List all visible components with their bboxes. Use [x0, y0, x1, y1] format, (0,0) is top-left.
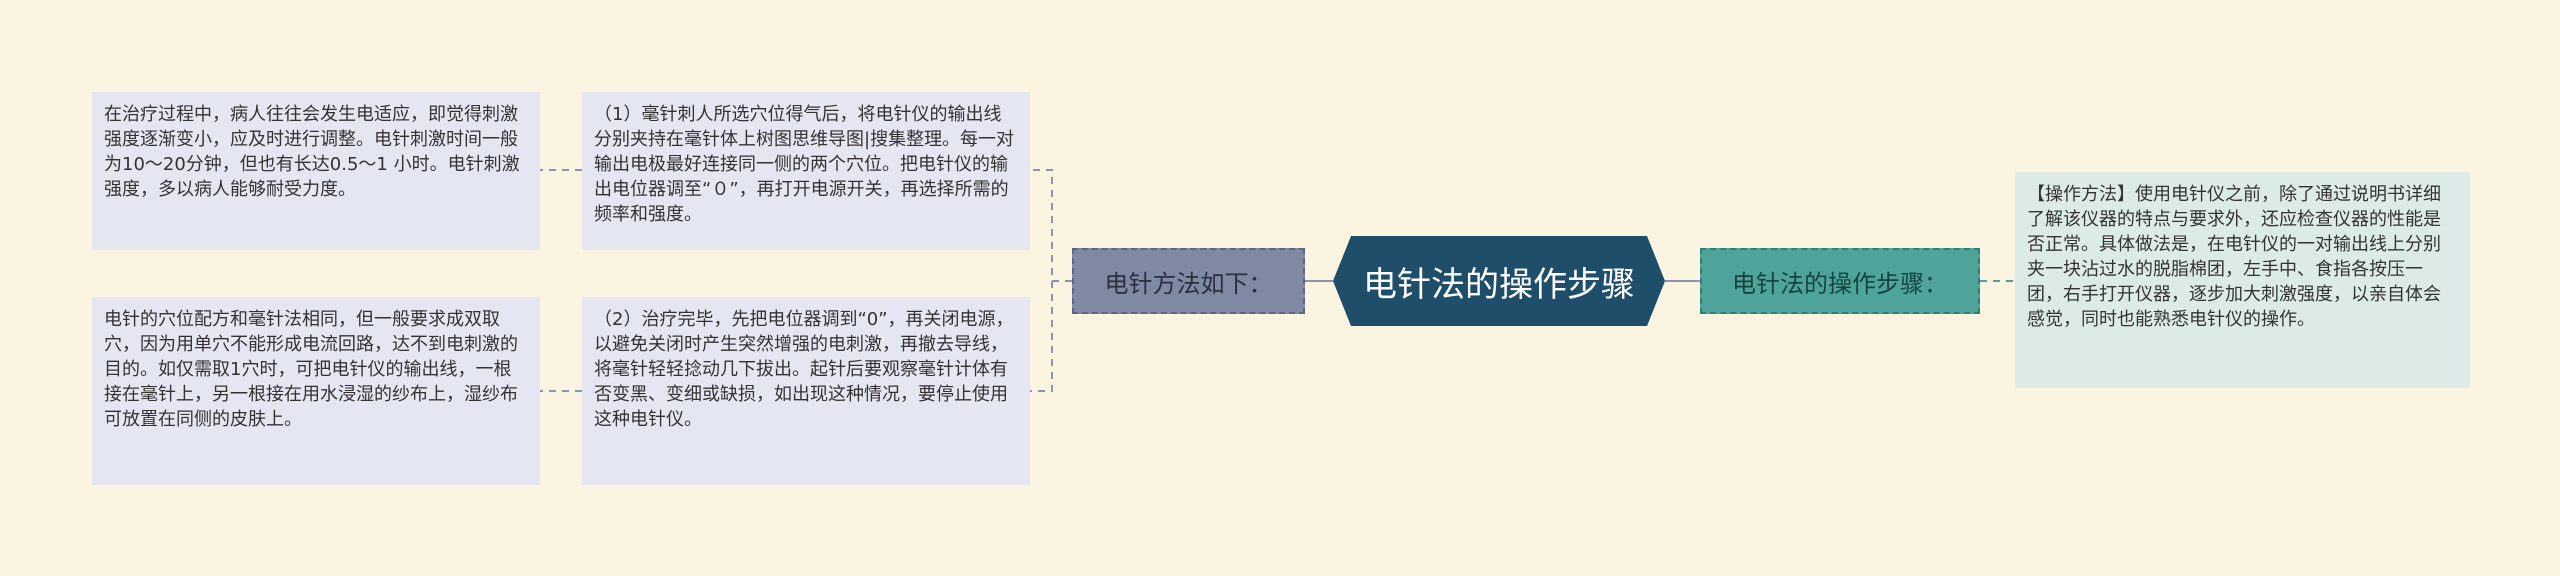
left-branch-label-text: 电针方法如下： [1104, 269, 1273, 298]
left-leaf-step-2[interactable]: （2）治疗完毕，先把电位器调到“0”，再关闭电源，以避免关闭时产生突然增强的电刺… [582, 297, 1030, 485]
left-leaf-step-1[interactable]: （1）毫针刺人所选穴位得气后，将电针仪的输出线分别夹持在毫针体上树图思维导图|搜… [582, 92, 1030, 250]
right-branch-label[interactable]: 电针法的操作步骤： [1700, 248, 1980, 314]
connector-left-to-leaf2 [1030, 281, 1053, 392]
right-branch-label-text: 电针法的操作步骤： [1732, 269, 1948, 298]
left-note-2-text: 电针的穴位配方和毫针法相同，但一般要求成双取穴，因为用单穴不能形成电流回路，达不… [104, 309, 518, 430]
left-note-1-text: 在治疗过程中，病人往往会发生电适应，即觉得刺激强度逐渐变小，应及时进行调整。电针… [104, 104, 520, 200]
right-leaf-method-text: 【操作方法】使用电针仪之前，除了通过说明书详细了解该仪器的特点与要求外，还应检查… [2027, 184, 2441, 330]
left-leaf-step-2-text: （2）治疗完毕，先把电位器调到“0”，再关闭电源，以避免关闭时产生突然增强的电刺… [594, 309, 1014, 430]
left-note-2[interactable]: 电针的穴位配方和毫针法相同，但一般要求成双取穴，因为用单穴不能形成电流回路，达不… [92, 297, 540, 485]
right-leaf-method[interactable]: 【操作方法】使用电针仪之前，除了通过说明书详细了解该仪器的特点与要求外，还应检查… [2015, 172, 2470, 388]
left-branch-label[interactable]: 电针方法如下： [1072, 248, 1305, 314]
central-topic[interactable]: 电针法的操作步骤 [1333, 236, 1665, 326]
central-topic-shape [1333, 236, 1665, 326]
connector-left-to-leaf1 [1030, 169, 1072, 282]
central-topic-text: 电针法的操作步骤 [1363, 264, 1635, 305]
left-note-1[interactable]: 在治疗过程中，病人往往会发生电适应，即觉得刺激强度逐渐变小，应及时进行调整。电针… [92, 92, 540, 250]
left-leaf-step-1-text: （1）毫针刺人所选穴位得气后，将电针仪的输出线分别夹持在毫针体上树图思维导图|搜… [594, 104, 1015, 225]
